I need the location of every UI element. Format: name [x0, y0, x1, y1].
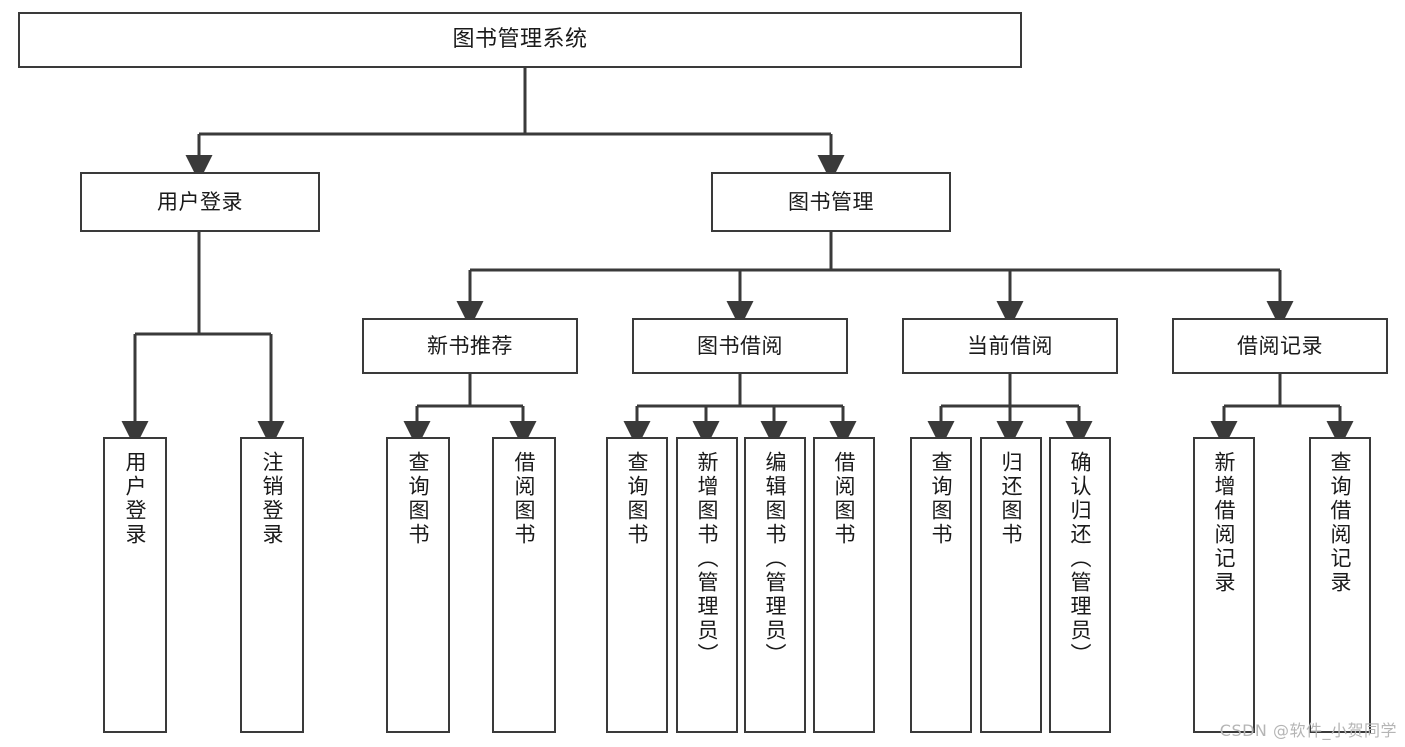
node-root-system[interactable]: 图书管理系统 — [18, 12, 1022, 68]
node-label: 查询图书 — [929, 451, 954, 547]
node-label: 查询图书 — [625, 451, 650, 547]
node-book-borrow[interactable]: 图书借阅 — [632, 318, 848, 374]
node-label: 新书推荐 — [427, 333, 513, 358]
node-leaf-query-book-3[interactable]: 查询图书 — [910, 437, 972, 733]
node-leaf-edit-book[interactable]: 编辑图书（管理员） — [744, 437, 806, 733]
node-label: 借阅记录 — [1237, 333, 1323, 358]
node-label: 用户登录 — [157, 189, 243, 214]
node-label: 新增图书（管理员） — [695, 451, 720, 667]
node-label: 编辑图书（管理员） — [763, 451, 788, 667]
node-leaf-add-record[interactable]: 新增借阅记录 — [1193, 437, 1255, 733]
node-label: 查询借阅记录 — [1328, 451, 1353, 595]
node-leaf-add-book[interactable]: 新增图书（管理员） — [676, 437, 738, 733]
node-book-manage[interactable]: 图书管理 — [711, 172, 951, 232]
node-leaf-query-record[interactable]: 查询借阅记录 — [1309, 437, 1371, 733]
node-leaf-user-logout[interactable]: 注销登录 — [240, 437, 304, 733]
node-new-book-rec[interactable]: 新书推荐 — [362, 318, 578, 374]
node-current-borrow[interactable]: 当前借阅 — [902, 318, 1118, 374]
node-label: 注销登录 — [260, 451, 285, 547]
node-label: 归还图书 — [999, 451, 1024, 547]
node-label: 借阅图书 — [512, 451, 537, 547]
node-label: 图书借阅 — [697, 333, 783, 358]
node-leaf-return-book[interactable]: 归还图书 — [980, 437, 1042, 733]
node-leaf-borrow-book-2[interactable]: 借阅图书 — [813, 437, 875, 733]
node-label: 图书管理系统 — [452, 27, 588, 53]
node-leaf-query-book-2[interactable]: 查询图书 — [606, 437, 668, 733]
node-label: 用户登录 — [123, 451, 148, 547]
node-label: 借阅图书 — [832, 451, 857, 547]
node-label: 图书管理 — [788, 189, 874, 214]
node-leaf-confirm-return[interactable]: 确认归还（管理员） — [1049, 437, 1111, 733]
node-leaf-query-book-1[interactable]: 查询图书 — [386, 437, 450, 733]
node-label: 查询图书 — [406, 451, 431, 547]
node-borrow-record[interactable]: 借阅记录 — [1172, 318, 1388, 374]
node-user-login[interactable]: 用户登录 — [80, 172, 320, 232]
node-label: 确认归还（管理员） — [1068, 451, 1093, 667]
node-label: 当前借阅 — [967, 333, 1053, 358]
watermark: CSDN @软件_小贺同学 — [1219, 721, 1397, 740]
node-leaf-borrow-book-1[interactable]: 借阅图书 — [492, 437, 556, 733]
node-leaf-user-login[interactable]: 用户登录 — [103, 437, 167, 733]
node-label: 新增借阅记录 — [1212, 451, 1237, 595]
